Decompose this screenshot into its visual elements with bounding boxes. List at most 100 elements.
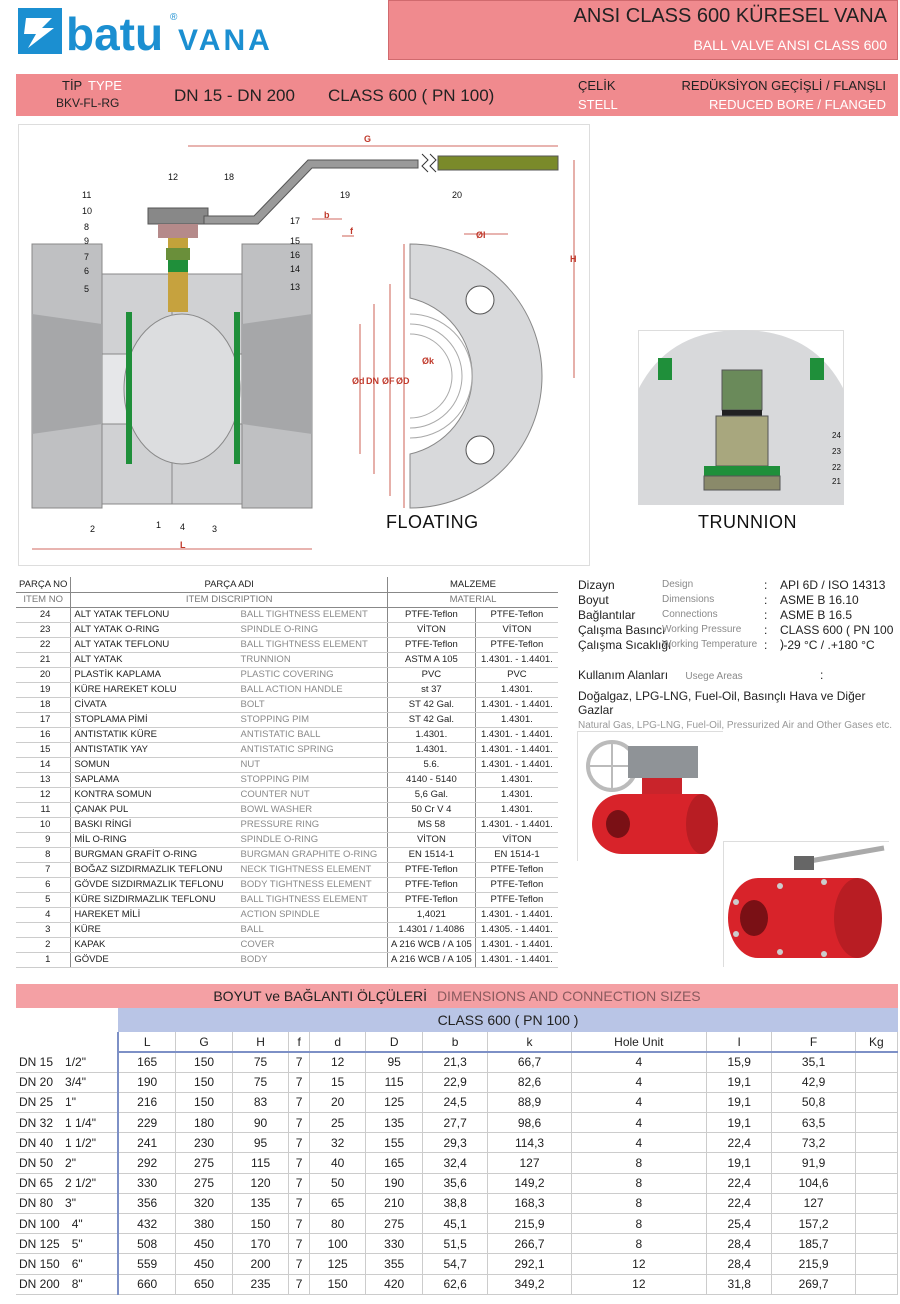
dimensions-cell: 75 <box>232 1072 290 1093</box>
parts-cell-no: 11 <box>16 802 72 818</box>
valve-body-section <box>31 243 313 509</box>
callout-24: 24 <box>832 431 841 440</box>
dimensions-cell: 75 <box>232 1052 290 1073</box>
dimensions-cell: 7 <box>288 1092 310 1114</box>
dimensions-cell: 4 <box>571 1092 707 1114</box>
spec-info-v: API 6D / ISO 14313 <box>780 578 886 592</box>
dimensions-cell: 19,1 <box>706 1072 773 1093</box>
callout-15: 15 <box>290 236 300 246</box>
dimensions-cell: 355 <box>365 1253 423 1275</box>
parts-cell-m1: VİTON <box>387 832 476 848</box>
dimensions-cell: 12 <box>309 1052 367 1073</box>
dimensions-cell: 28,4 <box>706 1253 773 1275</box>
dimensions-dn: DN 20 <box>19 1075 54 1090</box>
parts-cell-en: BURGMAN GRAPHITE O-RING <box>237 847 388 863</box>
callout-9: 9 <box>84 236 89 246</box>
parts-cell-en: BODY TIGHTNESS ELEMENT <box>237 877 388 893</box>
parts-cell-en: BALL TIGHTNESS ELEMENT <box>237 892 388 908</box>
callout-13: 13 <box>290 282 300 292</box>
parts-cell-m1: PTFE-Teflon <box>387 877 476 893</box>
dimensions-cell: 450 <box>175 1253 233 1275</box>
callout-16: 16 <box>290 250 300 260</box>
parts-cell-m1: MS 58 <box>387 817 476 833</box>
parts-cell-no: 16 <box>16 727 72 743</box>
dimensions-inch: 1" <box>65 1095 76 1110</box>
dimensions-cell: 7 <box>288 1213 310 1235</box>
parts-cell-no: 13 <box>16 772 72 788</box>
dimensions-cell: 356 <box>118 1193 177 1215</box>
parts-cell-tr: ANTISTATIK KÜRE <box>70 727 238 743</box>
dimensions-dn: DN 15 <box>19 1054 54 1069</box>
dimensions-dn: DN 65 <box>19 1176 54 1191</box>
dimensions-cell: 4 <box>571 1132 707 1154</box>
dimensions-cell: 25,4 <box>706 1213 773 1235</box>
spec-info-c: : <box>764 608 768 622</box>
dimensions-inch: 3" <box>65 1196 76 1211</box>
parts-cell-no: 17 <box>16 712 72 728</box>
dimensions-cell: 8 <box>571 1233 707 1255</box>
parts-cell-en: ANTISTATIC BALL <box>237 727 388 743</box>
parts-cell-tr: STOPLAMA PİMİ <box>70 712 238 728</box>
dimensions-cell: 4 <box>571 1112 707 1134</box>
parts-cell-m1: 1.4301. <box>387 727 476 743</box>
parts-cell-tr: ALT YATAK <box>70 652 238 668</box>
dimensions-cell: 91,9 <box>771 1152 856 1174</box>
dimensions-header: F <box>771 1032 856 1053</box>
floating-label: FLOATING <box>386 512 479 532</box>
dim-label-k: Øk <box>422 356 435 366</box>
dimensions-cell: 275 <box>175 1152 233 1174</box>
parts-cell-no: 20 <box>16 667 72 683</box>
dimensions-cell <box>855 1052 899 1073</box>
dimensions-cell: 7 <box>288 1233 310 1255</box>
parts-cell-en: BODY <box>237 952 388 968</box>
dimensions-cell: 508 <box>118 1233 177 1255</box>
dimensions-cell <box>855 1152 899 1174</box>
dimensions-cell: 229 <box>118 1112 177 1134</box>
dimensions-cell: 127 <box>487 1152 572 1174</box>
dimensions-cell: 73,2 <box>771 1132 856 1154</box>
parts-cell-tr: ALT YATAK TEFLONU <box>70 637 238 653</box>
dimensions-cell: 330 <box>118 1173 177 1194</box>
parts-cell-m2: VİTON <box>475 622 558 638</box>
parts-cell-m1: ST 42 Gal. <box>387 712 476 728</box>
dimensions-cell: 200 <box>232 1253 290 1275</box>
dimensions-cell: 95 <box>365 1052 423 1073</box>
dimensions-cell: 15,9 <box>706 1052 773 1073</box>
dimensions-cell: 216 <box>118 1092 177 1114</box>
dimensions-dn: DN 200 <box>19 1277 60 1292</box>
parts-cell-tr: KÜRE <box>70 922 238 938</box>
dimensions-cell: 7 <box>288 1072 310 1093</box>
spec-info-v: ASME B 16.10 <box>780 593 859 607</box>
parts-cell-no: 21 <box>16 652 72 668</box>
spec-info-k: Çalışma Basıncı <box>578 623 666 637</box>
parts-cell-no: 6 <box>16 877 72 893</box>
parts-cell-tr: KONTRA SOMUN <box>70 787 238 803</box>
spec-info-v: CLASS 600 ( PN 100 ) <box>780 623 894 651</box>
page-title: ANSI CLASS 600 KÜRESEL VANA <box>573 5 887 27</box>
spec-info-e: Design <box>662 579 694 590</box>
dimensions-header-blank <box>16 1032 119 1052</box>
parts-cell-m1: PTFE-Teflon <box>387 862 476 878</box>
dimensions-cell: 88,9 <box>487 1092 572 1114</box>
dimensions-cell: 330 <box>365 1233 423 1255</box>
callout-1: 1 <box>156 520 161 530</box>
logo-registered-mark: ® <box>170 12 178 23</box>
callout-17: 17 <box>290 216 300 226</box>
dimensions-cell: 165 <box>118 1052 177 1073</box>
dimensions-cell: 95 <box>232 1132 290 1154</box>
parts-cell-no: 8 <box>16 847 72 863</box>
dimensions-cell: 125 <box>309 1253 367 1275</box>
